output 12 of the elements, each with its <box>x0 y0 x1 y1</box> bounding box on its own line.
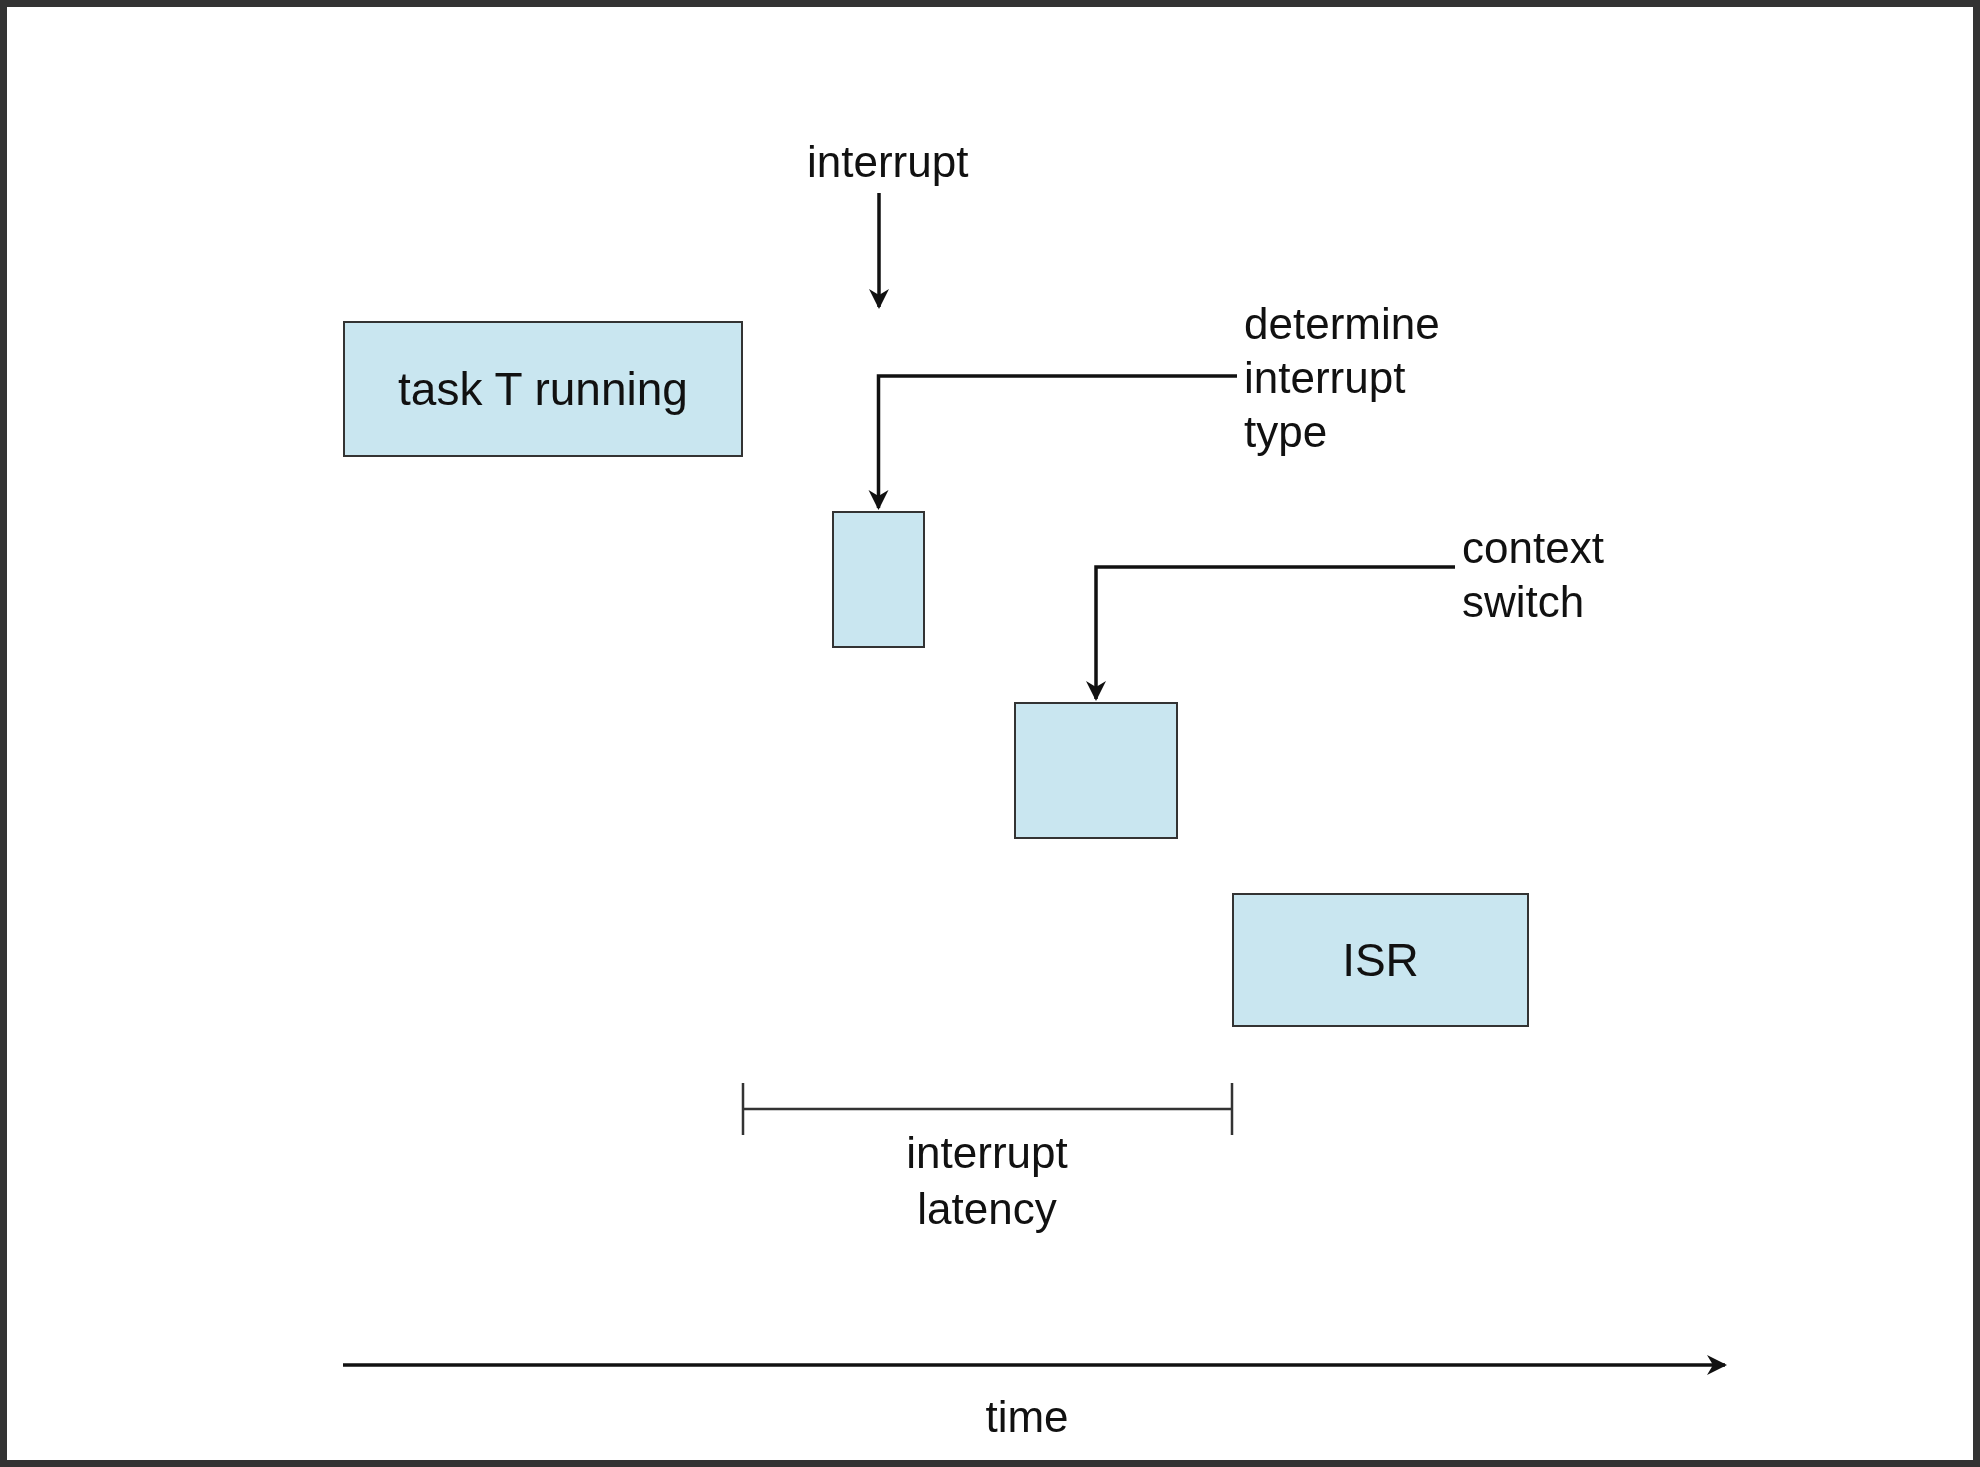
leader-arrow <box>868 374 1237 510</box>
arrow <box>869 193 889 309</box>
dimension-label: interrupt latency <box>905 1127 1069 1235</box>
leader-arrow <box>1086 565 1455 701</box>
interrupt-label: interrupt <box>807 135 967 191</box>
leader-text: determine interrupt type <box>1244 297 1479 467</box>
axis-label: time <box>984 1391 1070 1443</box>
process-box <box>832 511 925 648</box>
process-box: task T running <box>343 321 743 457</box>
process-box <box>1014 702 1178 839</box>
process-box: ISR <box>1232 893 1529 1027</box>
leader-text: context switch <box>1462 521 1682 635</box>
